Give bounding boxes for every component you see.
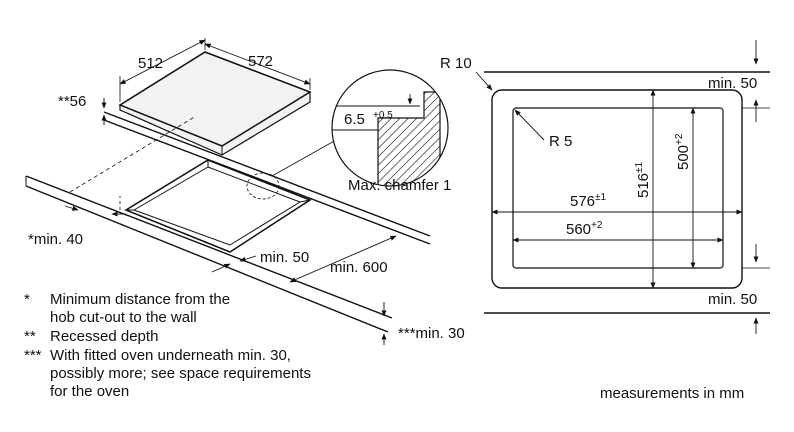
inner-width-tolerance: +2 [591,220,603,231]
hob-perspective: 572 512 **56 [25,38,465,345]
note-1-line-2: hob cut-out to the wall [50,309,197,326]
recess-detail: 6.5 +0.5 Max. chamfer 1 [331,69,451,194]
outer-radius-label: R 10 [440,55,472,72]
note-3-line-2: possibly more; see space requirements [50,365,311,382]
note-2-marker: ** [24,328,36,345]
outer-height-tolerance: ±1 [634,161,645,172]
hob-depth-label: 512 [138,55,163,72]
min-wall-label: *min. 40 [28,231,83,248]
note-3-line-3: for the oven [50,383,129,400]
note-1-marker: * [24,291,30,308]
inner-height-tolerance: +2 [674,133,685,145]
inner-radius-label: R 5 [549,133,572,150]
min-oven-label: ***min. 30 [398,325,465,342]
hob-width-label: 572 [248,53,273,70]
min-worktop-label: min. 600 [330,259,388,276]
inner-recess [512,107,724,269]
min-bottom-label: min. 50 [708,291,757,308]
outer-height-label: 516±1 [634,161,652,198]
note-3-marker: *** [24,347,42,364]
detail-depth-tolerance: +0.5 [373,110,393,121]
inner-height-value: 500 [675,145,692,170]
inner-height-label: 500+2 [674,133,692,170]
footnotes: * Minimum distance from the hob cut-out … [24,291,311,400]
worktop [25,111,431,333]
min-front-label: min. 50 [260,249,309,266]
min-top-label: min. 50 [708,75,757,92]
recessed-depth-label: **56 [58,93,86,110]
inner-width-value: 560 [566,221,591,238]
outer-width-value: 576 [570,193,595,210]
chamfer-label: Max. chamfer 1 [348,177,451,194]
note-2-line-1: Recessed depth [50,328,158,345]
outer-height-value: 516 [635,173,652,198]
outer-width-label: 576±1 [570,192,607,210]
outer-width-tolerance: ±1 [595,192,606,203]
outer-cutout [491,89,743,289]
cutout-plan: R 10 R 5 min. 50 min. 50 576±1 560+2 516… [440,40,770,334]
inner-width-label: 560+2 [566,220,603,238]
worktop-cutout [124,159,312,253]
units-note: measurements in mm [600,385,744,402]
note-1-line-1: Minimum distance from the [50,291,230,308]
detail-depth-value: 6.5 [344,111,365,128]
note-3-line-1: With fitted oven underneath min. 30, [50,347,291,364]
